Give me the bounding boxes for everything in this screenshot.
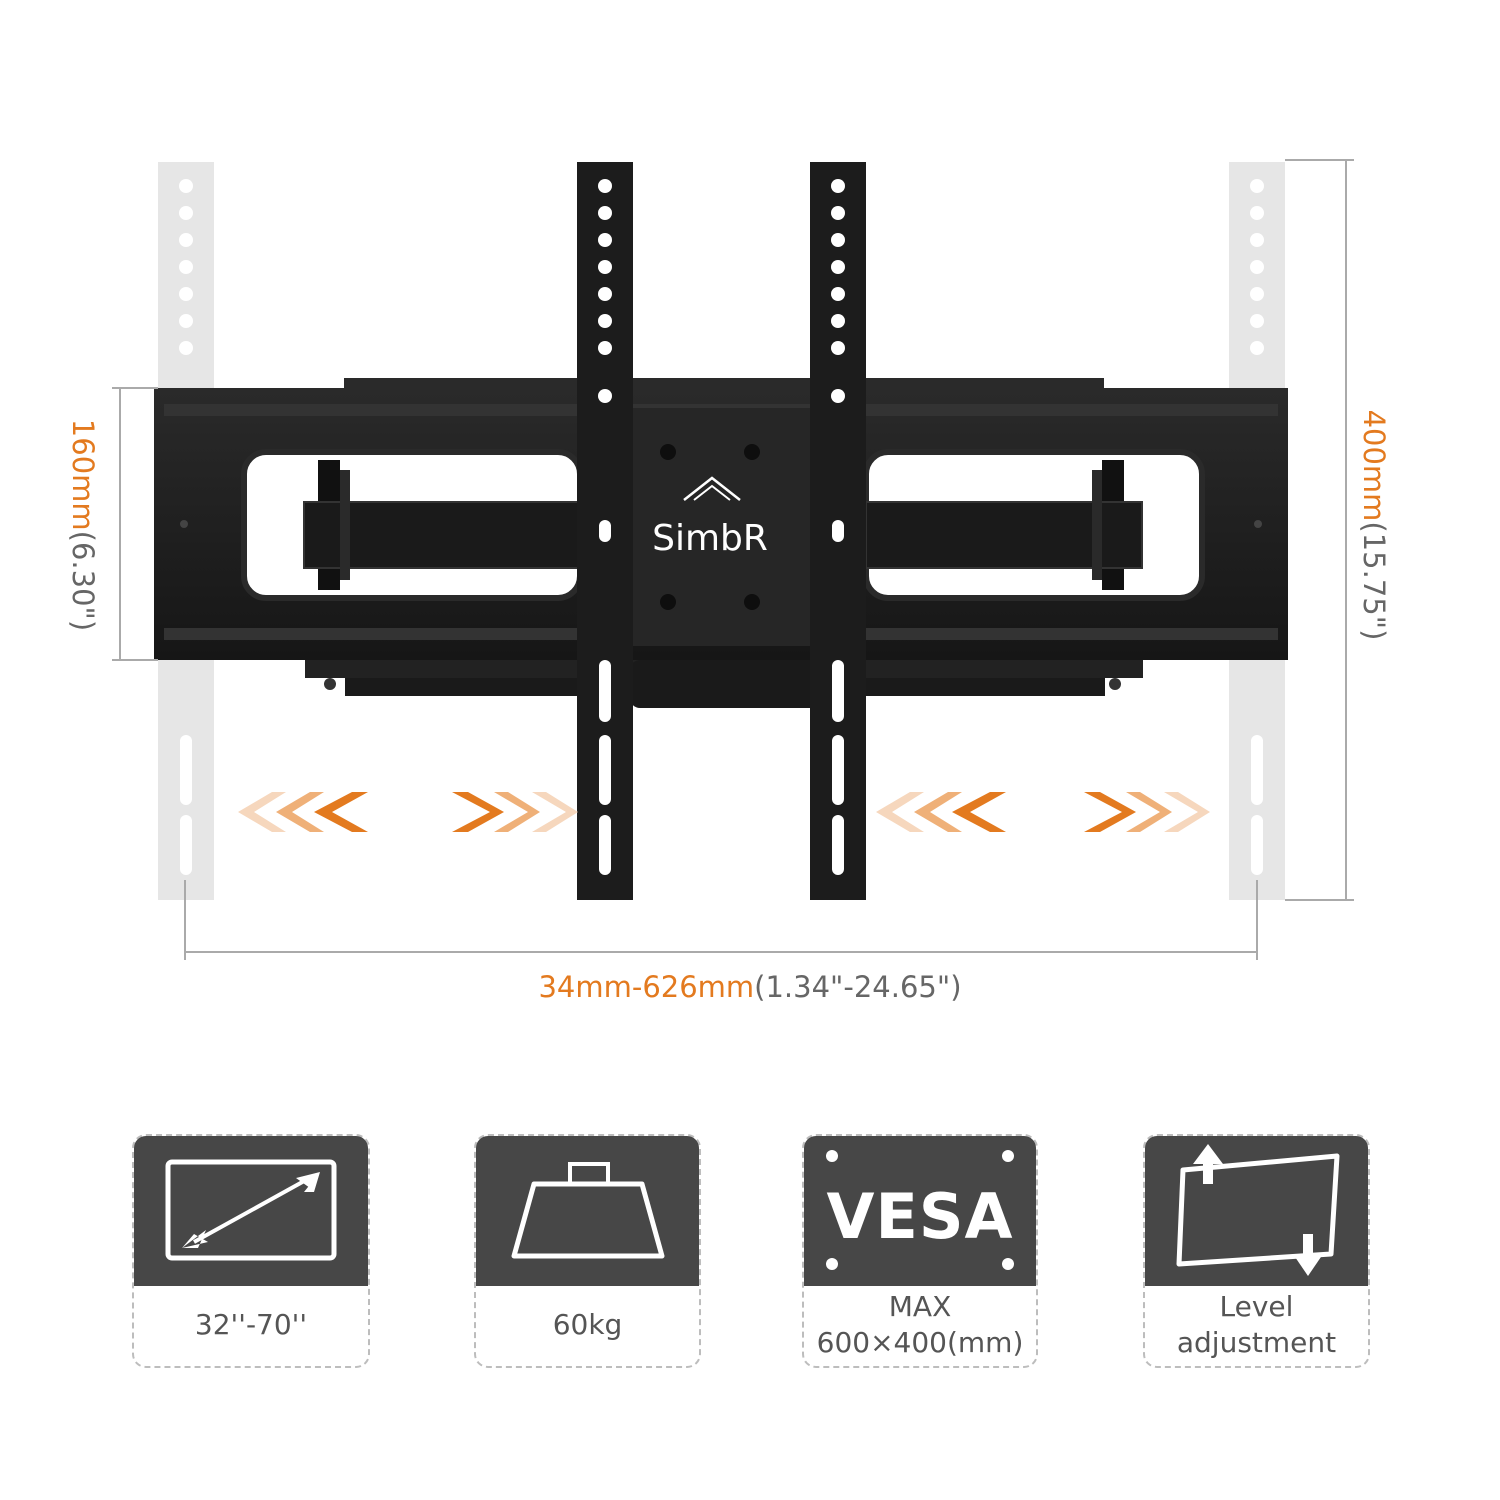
weight-icon: [511, 1162, 665, 1259]
feature-card-vesa: VESA MAX 600×400(mm): [802, 1134, 1038, 1368]
left-height-mm: 160mm: [66, 418, 100, 531]
right-height-dimension-label: 400mm(15.75"): [1354, 245, 1394, 805]
right-height-inches: (15.75"): [1357, 521, 1391, 641]
center-plate: [622, 408, 822, 646]
tv-bracket-left: [577, 162, 633, 900]
tv-size-icon: [165, 1159, 337, 1261]
feature-card-weight: 60kg: [474, 1134, 701, 1368]
vesa-max-label: MAX: [888, 1290, 952, 1323]
feature-card-level: Level adjustment: [1143, 1134, 1370, 1368]
level-label-line1: Level: [1219, 1290, 1294, 1323]
tv-mount-diagram: [112, 159, 1354, 960]
left-height-inches: (6.30"): [66, 530, 100, 632]
dimension-line-right-height: [1285, 159, 1354, 901]
screen-size-label: 32''-70'': [194, 1308, 308, 1341]
width-mm: 34mm-626mm: [538, 970, 755, 1004]
vesa-badge: VESA: [826, 1180, 1014, 1253]
arrow-right-icon: [1084, 792, 1210, 832]
dimension-line-left-height: [112, 387, 158, 661]
vesa-size-label: 600×400(mm): [816, 1326, 1024, 1359]
width-dimension-label: 34mm-626mm(1.34"-24.65"): [0, 970, 1500, 1004]
arrow-left-icon: [876, 792, 1006, 832]
vesa-hole-pattern-icon: [826, 1150, 1014, 1270]
level-label-line2: adjustment: [1176, 1326, 1337, 1359]
tv-bracket-right: [810, 162, 866, 900]
dimension-line-width: [184, 880, 1258, 960]
arrow-right-icon: [452, 792, 578, 832]
weight-label: 60kg: [552, 1308, 623, 1341]
brand-logo: SimbR: [652, 518, 768, 559]
arrow-left-icon: [238, 792, 368, 832]
level-adjust-icon: [1176, 1144, 1340, 1276]
left-height-dimension-label: 160mm(6.30"): [63, 245, 103, 805]
right-height-mm: 400mm: [1357, 409, 1391, 522]
vesa-icon: VESA: [804, 1136, 1036, 1286]
width-inches: (1.34"-24.65"): [754, 970, 962, 1004]
feature-card-screen-size: 32''-70'': [132, 1134, 370, 1368]
